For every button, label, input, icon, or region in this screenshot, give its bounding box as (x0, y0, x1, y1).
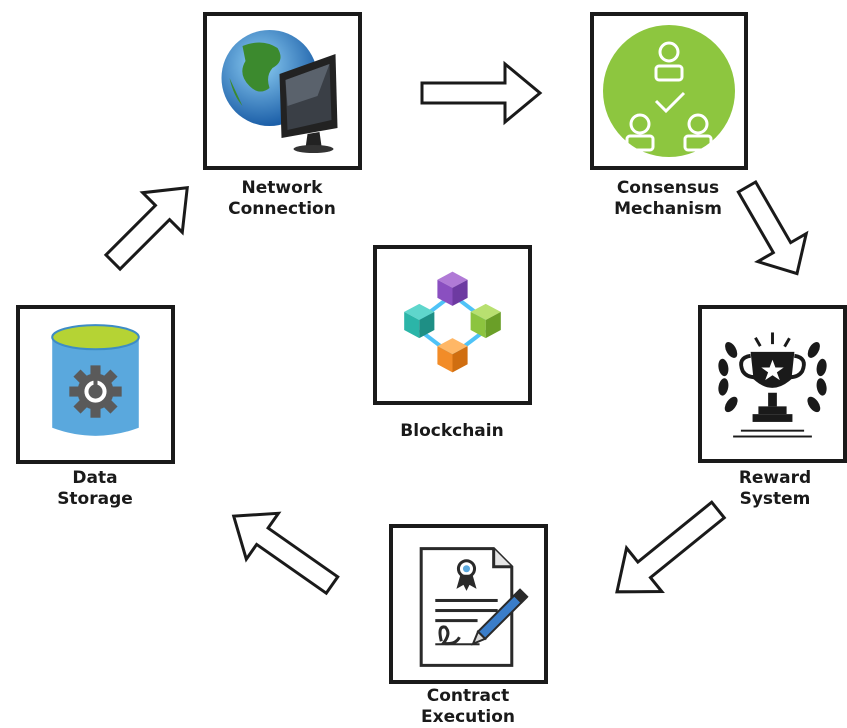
consensus-label-line2: Mechanism (614, 199, 722, 219)
blockchain-cubes-icon (404, 271, 501, 373)
reward-system-label: Reward System (680, 468, 847, 510)
contract-execution-label: Contract Execution (373, 686, 563, 728)
globe-monitor-icon (221, 30, 338, 153)
consensus-label-line1: Consensus (616, 178, 720, 198)
arrow-reward-to-contract (615, 500, 727, 594)
data-storage-node (16, 305, 175, 464)
network-connection-label: Network Connection (187, 178, 377, 220)
arrow-contract-to-storage (231, 511, 340, 596)
contract-label-line1: Contract (426, 686, 510, 706)
reward-system-node (698, 305, 847, 463)
network-label-line2: Connection (228, 199, 336, 219)
blockchain-label: Blockchain (357, 421, 547, 442)
arrow-network-to-consensus (420, 60, 543, 126)
contract-execution-node (389, 524, 548, 684)
trophy-icon (718, 332, 827, 438)
network-connection-node (203, 12, 362, 170)
consensus-icon (603, 25, 735, 157)
blockchain-label-text: Blockchain (400, 421, 504, 441)
data-storage-label: Data Storage (0, 468, 190, 510)
arrow-consensus-to-reward (736, 179, 809, 276)
consensus-mechanism-node (590, 12, 748, 170)
contract-label-line2: Execution (420, 707, 516, 727)
reward-label-line1: Reward (738, 468, 812, 488)
reward-label-line2: System (739, 489, 811, 509)
consensus-mechanism-label: Consensus Mechanism (573, 178, 763, 220)
signed-contract-icon (419, 547, 529, 667)
arrow-storage-to-network (103, 186, 189, 272)
database-gear-icon (51, 324, 140, 436)
network-label-line1: Network (241, 178, 323, 198)
storage-label-line1: Data (72, 468, 118, 488)
storage-label-line2: Storage (57, 489, 133, 509)
blockchain-node (373, 245, 532, 405)
